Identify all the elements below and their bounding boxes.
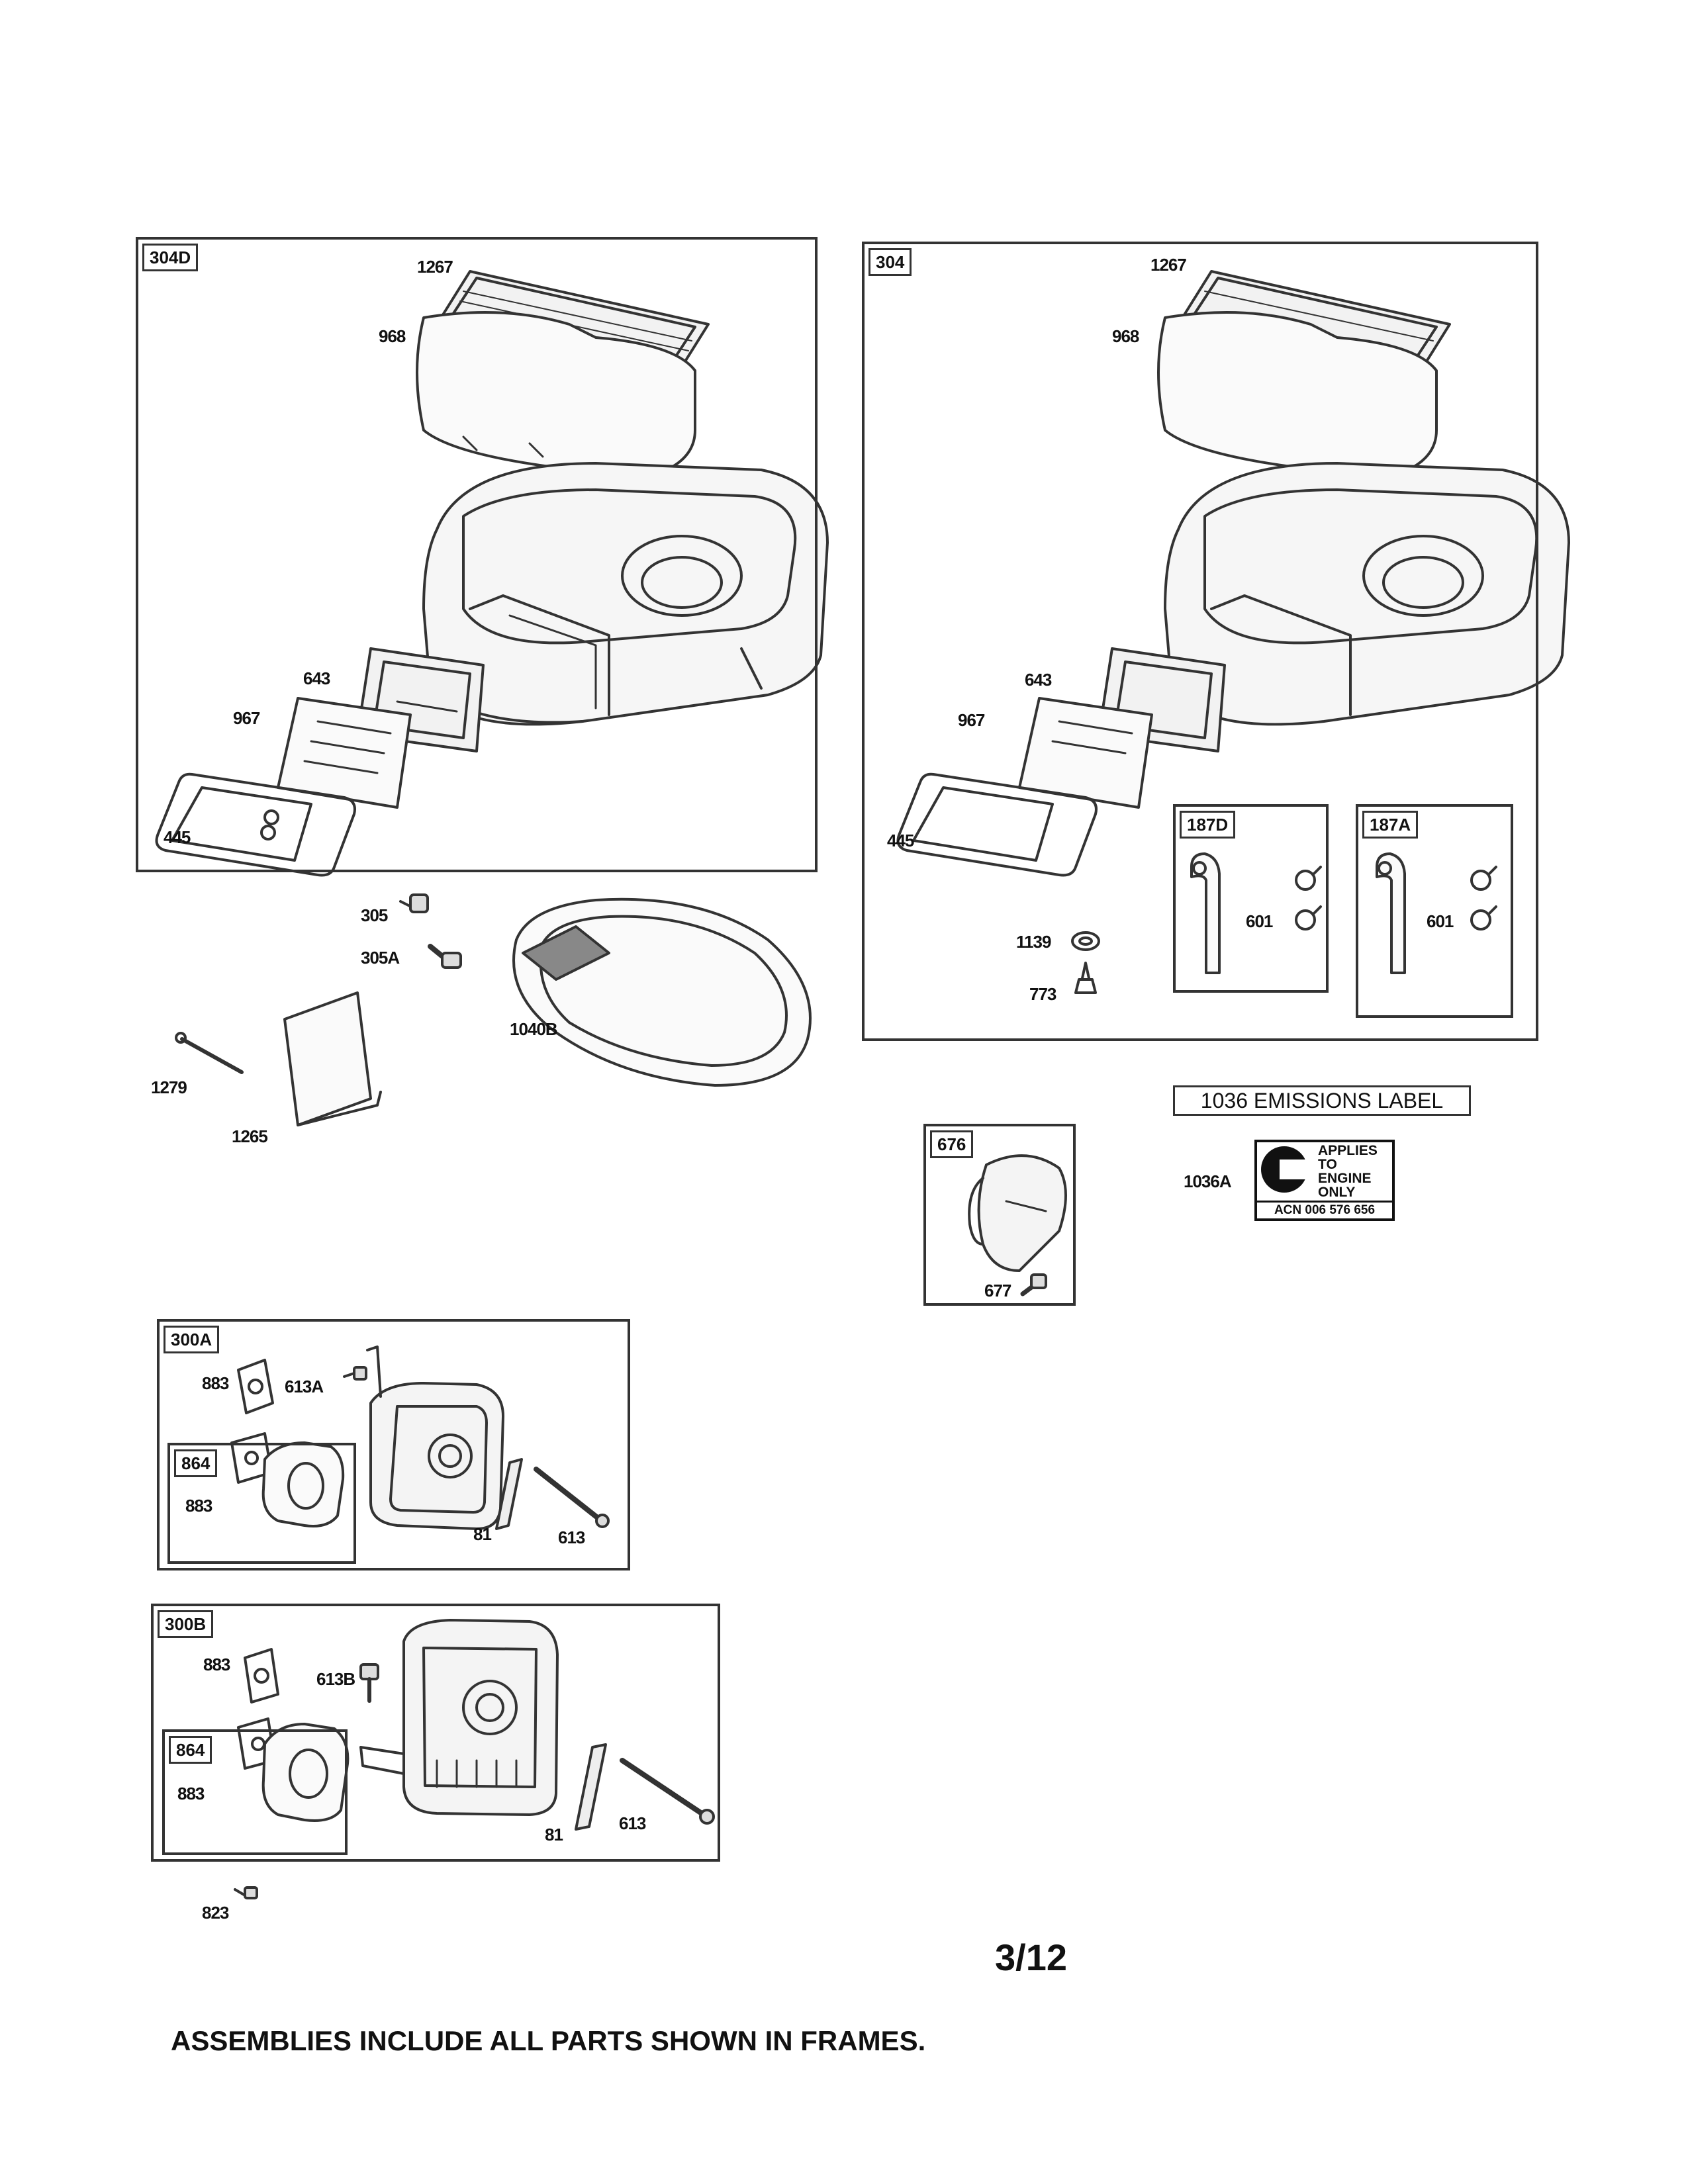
badge-text: APPLIES TO ENGINE ONLY <box>1318 1144 1378 1199</box>
frame-tag-864-300A: 864 <box>174 1449 218 1477</box>
frame-187A: 187A <box>1356 804 1513 1018</box>
blower-housing-left <box>422 462 829 726</box>
badge-line: TO <box>1318 1157 1337 1172</box>
gasket-883-300B-outer <box>244 1648 279 1704</box>
breather-tube-187D <box>1190 852 1221 974</box>
frame-tag-300B: 300B <box>158 1610 214 1638</box>
bolt-613-300B <box>620 1758 715 1825</box>
frame-187D: 187D <box>1173 804 1329 993</box>
part-label: 883 <box>185 1496 212 1516</box>
air-filter-968-left <box>416 311 696 478</box>
part-label: 445 <box>164 827 191 847</box>
frame-tag-676: 676 <box>930 1130 974 1158</box>
part-label: 613A <box>285 1377 324 1396</box>
screw-305 <box>399 893 429 913</box>
part-label: 883 <box>202 1373 229 1393</box>
clamps-601-187A <box>1470 866 1497 931</box>
clamps-601-187D <box>1295 866 1322 931</box>
deflector-plate-1265 <box>283 991 382 1126</box>
gasket-445-right <box>896 772 1098 877</box>
part-label: 643 <box>303 668 330 688</box>
air-filter-967-right <box>1018 697 1153 809</box>
frame-tag-304: 304 <box>868 248 912 276</box>
lock-plate-81-300B <box>575 1743 607 1831</box>
exhaust-flange-864b <box>261 1723 350 1822</box>
part-label: 81 <box>545 1825 563 1844</box>
badge-line: APPLIES <box>1318 1143 1378 1158</box>
emissions-label-title: 1036 EMISSIONS LABEL <box>1173 1085 1471 1116</box>
part-label: 613B <box>316 1669 355 1689</box>
air-filter-967-left <box>277 697 412 809</box>
page-number: 3/12 <box>995 1936 1067 1978</box>
frame-676: 676 <box>923 1124 1076 1306</box>
frame-300A: 300A <box>157 1319 630 1570</box>
screw-823 <box>234 1886 258 1899</box>
frame-304: 304 <box>862 242 1538 1041</box>
frame-tag-187D: 187D <box>1180 811 1236 839</box>
part-label: 1279 <box>151 1077 187 1097</box>
footer-note: ASSEMBLIES INCLUDE ALL PARTS SHOWN IN FR… <box>171 2025 926 2056</box>
washer-1139 <box>1071 931 1100 951</box>
c-logo-icon <box>1261 1146 1311 1193</box>
gasket-883-300A-outer <box>237 1359 274 1414</box>
part-label: 601 <box>1246 911 1273 931</box>
screw-613B <box>359 1663 379 1703</box>
part-label: 643 <box>1025 670 1052 690</box>
part-label: 1139 <box>1016 932 1051 952</box>
screw-677 <box>1020 1273 1047 1297</box>
deflector-676 <box>968 1154 1067 1272</box>
badge-acn: ACN 006 576 656 <box>1257 1201 1392 1218</box>
frame-tag-300A: 300A <box>164 1326 220 1353</box>
frame-tag-187A: 187A <box>1362 811 1419 839</box>
badge-line: ENGINE <box>1318 1171 1372 1186</box>
part-label: 305 <box>361 905 388 925</box>
screw-305A <box>428 944 462 969</box>
part-label: 1040B <box>510 1019 558 1039</box>
part-label: 967 <box>233 708 260 728</box>
screw-613A <box>343 1366 367 1381</box>
part-label: 1265 <box>232 1126 268 1146</box>
part-label: 1267 <box>417 257 453 277</box>
frame-304D: 304D <box>136 237 818 872</box>
gasket-445-left <box>155 772 356 877</box>
part-label: 883 <box>177 1784 205 1803</box>
muffler-300B <box>359 1619 559 1816</box>
emissions-badge: APPLIES TO ENGINE ONLY ACN 006 576 656 <box>1254 1140 1395 1221</box>
part-label: 677 <box>984 1281 1011 1300</box>
part-label: 81 <box>473 1524 492 1544</box>
frame-tag-304D: 304D <box>142 244 199 271</box>
blower-housing-guard-1040B <box>512 897 812 1087</box>
pin-1279 <box>175 1032 244 1074</box>
part-label: 613 <box>619 1813 646 1833</box>
part-label: 773 <box>1029 984 1056 1004</box>
part-label: 445 <box>887 831 914 850</box>
part-label: 1036A <box>1184 1171 1232 1191</box>
part-label: 967 <box>958 710 985 730</box>
frame-300B: 300B <box>151 1604 720 1862</box>
frame-tag-864-300B: 864 <box>169 1736 212 1764</box>
frame-864-300A: 864 <box>167 1443 356 1564</box>
bolt-613-300A <box>534 1467 610 1528</box>
breather-tube-187A <box>1376 852 1406 974</box>
grommet-773 <box>1074 962 1097 994</box>
muffler-300A <box>366 1345 504 1530</box>
part-label: 968 <box>1112 326 1139 346</box>
lock-plate-81-300A <box>495 1458 523 1530</box>
part-label: 1267 <box>1150 255 1187 275</box>
part-label: 823 <box>202 1903 229 1923</box>
frame-864-300B: 864 <box>162 1729 348 1855</box>
part-label: 613 <box>558 1527 585 1547</box>
badge-line: ONLY <box>1318 1185 1356 1200</box>
part-label: 601 <box>1427 911 1454 931</box>
part-label: 883 <box>203 1655 230 1674</box>
air-filter-968-right <box>1157 311 1438 478</box>
part-label: 305A <box>361 948 400 968</box>
part-label: 968 <box>379 326 406 346</box>
